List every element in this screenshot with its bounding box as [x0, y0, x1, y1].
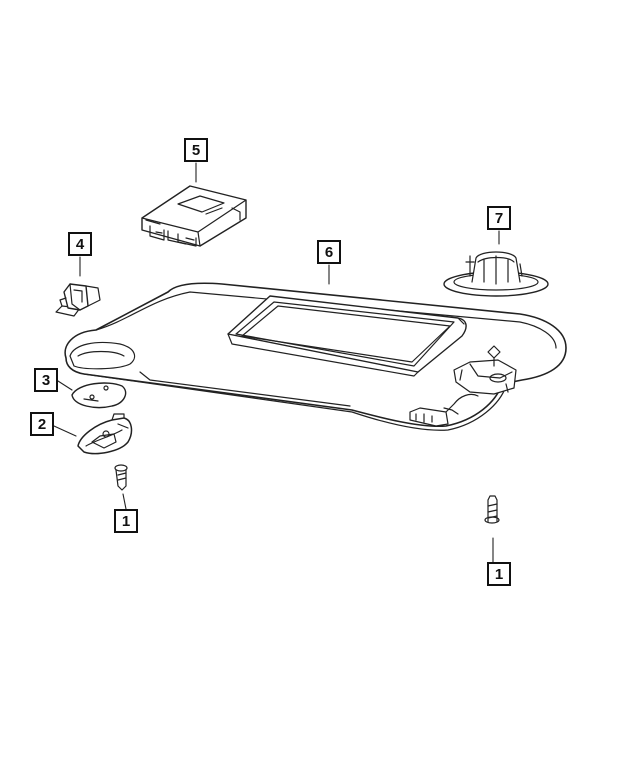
part-1-screw-right — [484, 495, 500, 524]
callout-6: 6 — [317, 240, 341, 264]
leader-3 — [57, 380, 73, 391]
part-3-pad — [71, 382, 127, 409]
part-2-bracket — [77, 413, 133, 455]
part-5-module — [141, 185, 247, 247]
callout-1-left: 1 — [114, 509, 138, 533]
callout-7: 7 — [487, 206, 511, 230]
callout-1-right: 1 — [487, 562, 511, 586]
leader-1-left — [122, 493, 127, 510]
part-4-clip — [55, 283, 101, 317]
leader-2 — [53, 425, 77, 437]
callout-4: 4 — [68, 232, 92, 256]
callout-5: 5 — [184, 138, 208, 162]
leader-lines — [53, 162, 500, 563]
part-7-mount — [443, 251, 549, 297]
callout-3: 3 — [34, 368, 58, 392]
part-6-sun-visor — [64, 282, 567, 431]
part-1-screw-left — [114, 464, 128, 491]
callout-2: 2 — [30, 412, 54, 436]
